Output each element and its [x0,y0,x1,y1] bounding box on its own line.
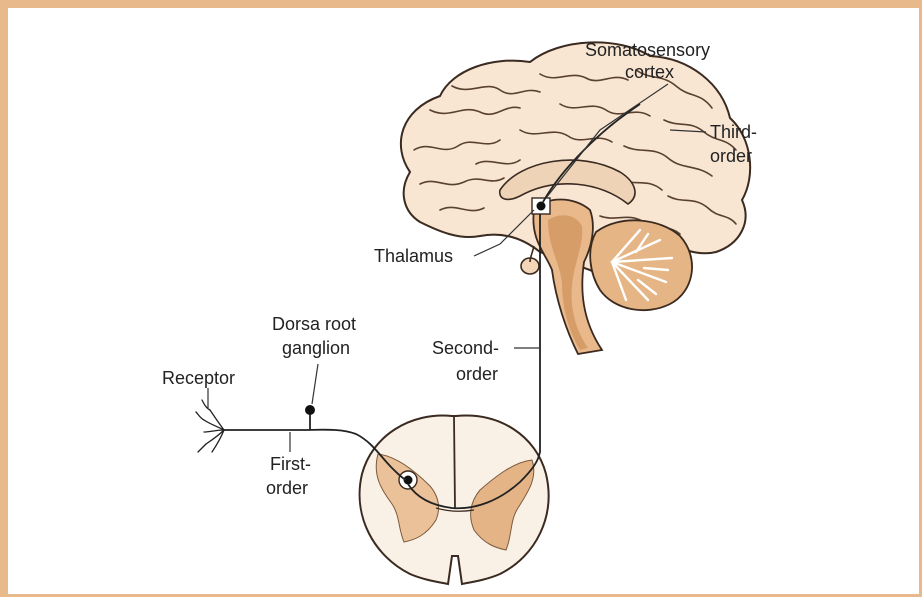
receptor-ending [196,400,224,452]
label-second-order-line2: order [456,364,498,384]
cerebellum [590,220,692,310]
label-first-order-line2: order [266,478,308,498]
label-third-order-line1: Third- [710,122,757,142]
brain [401,42,750,354]
label-dorsal-root-line1: Dorsa root [272,314,356,334]
label-first-order-line1: First- [270,454,311,474]
leader-dorsal-root [312,364,318,404]
dorsal-root-ganglion-dot [305,405,315,415]
label-third-order-line2: order [710,146,752,166]
label-second-order-line1: Second- [432,338,499,358]
label-somatosensory-line2: cortex [625,62,674,82]
dorsal-median-sulcus [454,417,455,508]
label-receptor: Receptor [162,368,235,388]
spinal-cord [360,416,549,584]
label-thalamus: Thalamus [374,246,453,266]
label-somatosensory-line1: Somatosensory [585,40,710,60]
thalamus-synapse-dot [537,202,546,211]
label-dorsal-root-line2: ganglion [282,338,350,358]
